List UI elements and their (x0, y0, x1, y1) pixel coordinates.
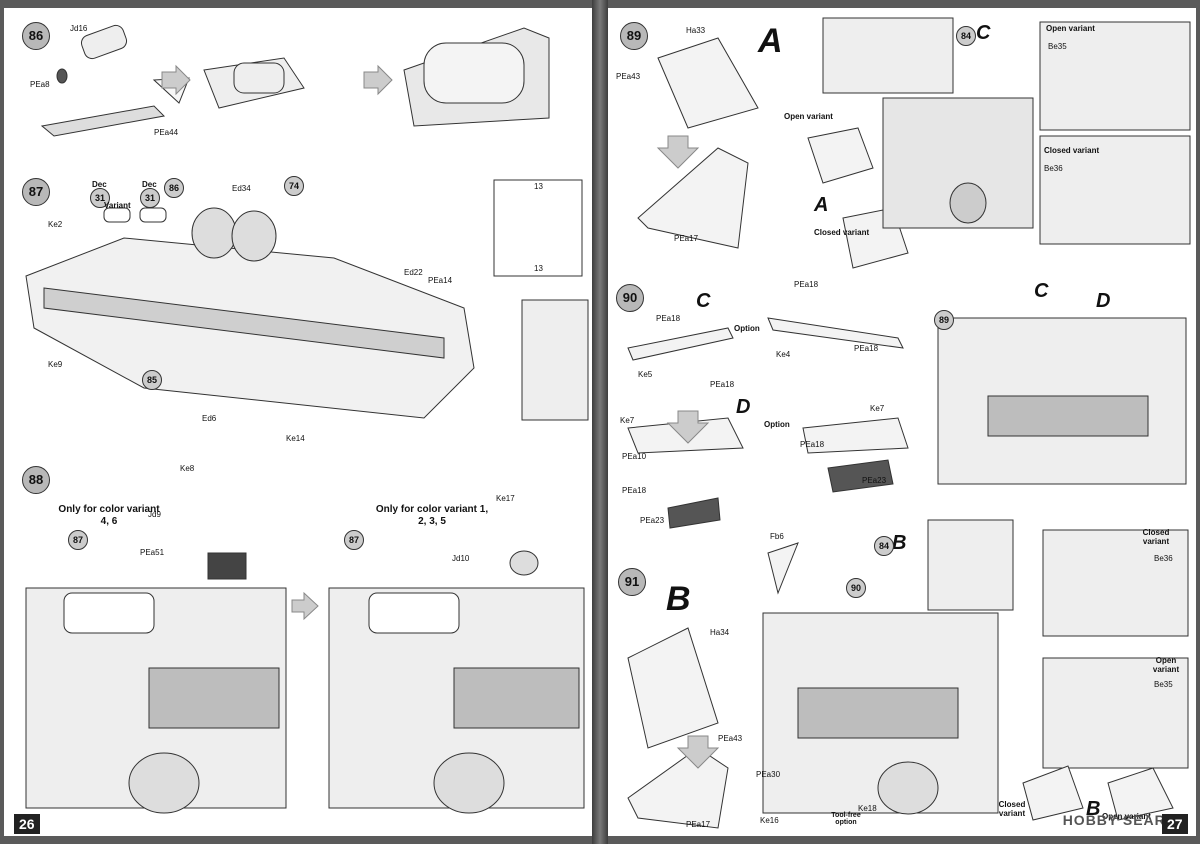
part-label: PEa43 (616, 72, 641, 81)
part-label: PEa17 (686, 820, 711, 829)
color-variant-note: Only for color variant 1, 2, 3, 5 (375, 504, 489, 527)
part-label: Option (734, 324, 760, 333)
part-label: PEa23 (862, 476, 887, 485)
part-label: PEa18 (800, 440, 825, 449)
step-ref-badge: 84 (874, 536, 894, 556)
part-label: Ke9 (48, 360, 63, 369)
part-label: PEa17 (674, 234, 699, 243)
part-label: PEa44 (154, 128, 179, 137)
part-label: Closed variant (998, 800, 1026, 818)
part-label: PEa8 (30, 80, 50, 89)
step-88-badge: 88 (22, 466, 50, 494)
variant-letter: A (758, 22, 783, 60)
part-label: Open variant (1102, 812, 1151, 821)
part-label: 13 (534, 182, 543, 191)
part-label: Closed variant (814, 228, 870, 237)
step-ref-badge: 90 (846, 578, 866, 598)
part-label: Dec (92, 180, 107, 189)
step-91-badge: 91 (618, 568, 646, 596)
book-gutter (592, 0, 608, 844)
part-label: Ke18 (858, 804, 877, 813)
part-label: PEa18 (656, 314, 681, 323)
part-label: PEa10 (622, 452, 647, 461)
part-label: Open variant (1152, 656, 1180, 674)
part-label: Ke5 (638, 370, 653, 379)
variant-letter: C (696, 290, 711, 312)
part-label: Jd10 (452, 554, 470, 563)
step-87-badge: 87 (22, 178, 50, 206)
decal-ref-badge: 31 (140, 188, 160, 208)
part-label: Variant (104, 201, 131, 210)
part-label: Be35 (1154, 680, 1173, 689)
part-label: Be35 (1048, 42, 1067, 51)
right-page-drawings (627, 17, 1191, 829)
part-label: Ke17 (496, 494, 515, 503)
part-label: Closed variant (1142, 528, 1170, 546)
variant-letter: C (976, 22, 991, 44)
step-ref-badge: 87 (68, 530, 88, 550)
part-label: Ke4 (776, 350, 791, 359)
part-label: Ke2 (48, 220, 63, 229)
part-label: Ke8 (180, 464, 195, 473)
step-ref-badge: 74 (284, 176, 304, 196)
part-label: PEa51 (140, 548, 165, 557)
part-label: PEa23 (640, 516, 665, 525)
part-label: PEa18 (794, 280, 819, 289)
part-label: PEa43 (718, 734, 743, 743)
watermark: HOBBY SEARCH (1062, 812, 1188, 828)
page-number: 27 (1162, 814, 1188, 834)
part-label: Dec (142, 180, 157, 189)
right-page: 89 A A 84 C Ha33 PEa43 PEa17 Open varian… (608, 8, 1196, 836)
part-label: Be36 (1044, 164, 1063, 173)
variant-letter: B (666, 580, 691, 618)
part-label: PEa18 (710, 380, 735, 389)
step-ref-badge: 87 (344, 530, 364, 550)
part-label: PEa18 (622, 486, 647, 495)
part-label: Ha33 (686, 26, 706, 35)
part-label: Closed variant (1044, 146, 1100, 155)
part-label: Ed6 (202, 414, 217, 423)
step-ref-badge: 85 (142, 370, 162, 390)
variant-letter: B (892, 532, 907, 554)
part-label: PEa30 (756, 770, 781, 779)
step-90-badge: 90 (616, 284, 644, 312)
part-label: Ed22 (404, 268, 423, 277)
part-label: Fb6 (770, 532, 784, 541)
part-label: Option (764, 420, 790, 429)
part-label: Ke14 (286, 434, 305, 443)
variant-letter: D (736, 396, 751, 418)
part-label: Ke7 (620, 416, 635, 425)
part-label: Tool-free option (831, 812, 861, 826)
part-label: Ha34 (710, 628, 730, 637)
color-variant-note: Only for color variant 4, 6 (58, 504, 160, 527)
variant-letter: B (1086, 798, 1101, 820)
step-89-badge: 89 (620, 22, 648, 50)
left-page-drawings (25, 24, 589, 814)
part-label: PEa18 (854, 344, 879, 353)
part-label: Ke7 (870, 404, 885, 413)
part-label: Ed34 (232, 184, 251, 193)
variant-letter: A (814, 194, 829, 216)
decal-ref-badge: 31 (90, 188, 110, 208)
part-label: 13 (534, 264, 543, 273)
step-ref-badge: 86 (164, 178, 184, 198)
part-label: Open variant (784, 112, 833, 121)
variant-letter: D (1096, 290, 1111, 312)
part-label: Jd16 (70, 24, 88, 33)
page-number: 26 (14, 814, 40, 834)
part-label: Jd9 (148, 510, 161, 519)
part-label: Ke16 (760, 816, 779, 825)
step-86-badge: 86 (22, 22, 50, 50)
variant-letter: C (1034, 280, 1049, 302)
part-label: PEa14 (428, 276, 453, 285)
part-label: Be36 (1154, 554, 1173, 563)
step-ref-badge: 84 (956, 26, 976, 46)
left-page: 86 Jd16 PEa8 PEa44 87 Dec 31 Dec 31 Vari… (4, 8, 592, 836)
part-label: Open variant (1046, 24, 1095, 33)
step-ref-badge: 89 (934, 310, 954, 330)
